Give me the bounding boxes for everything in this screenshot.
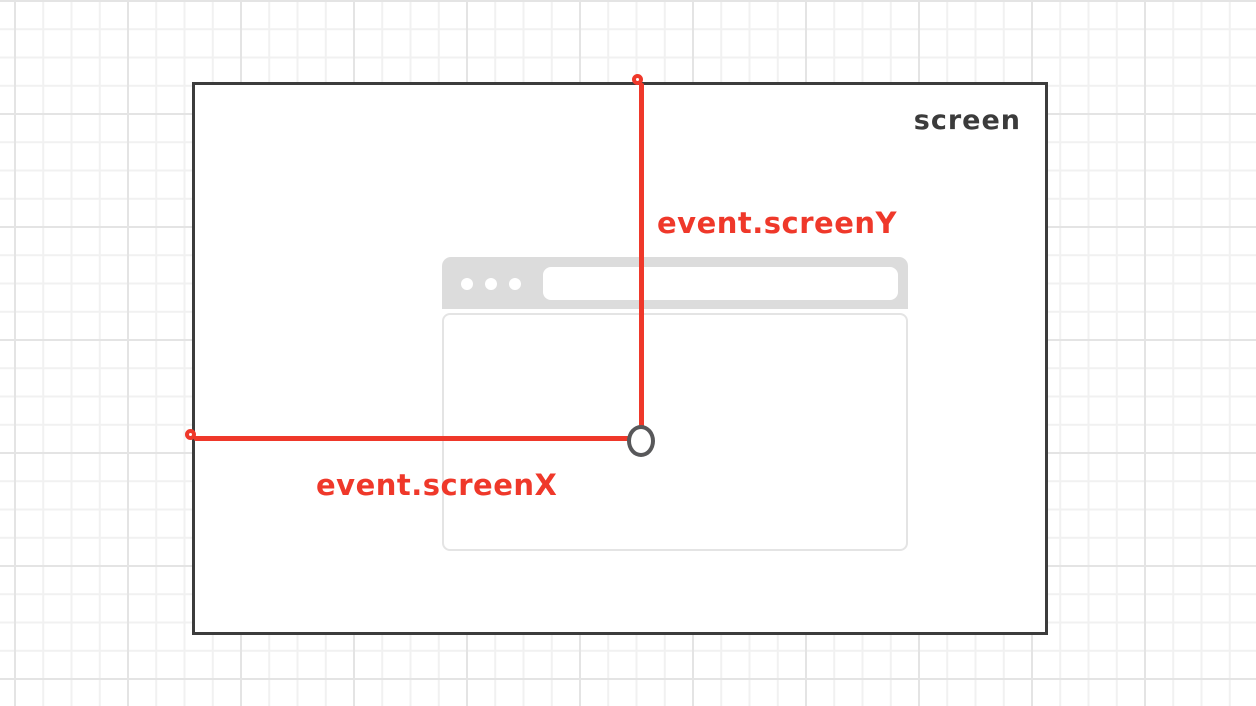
window-dot-icon xyxy=(509,278,521,290)
screen-label: screen xyxy=(913,105,1021,136)
window-dot-icon xyxy=(485,278,497,290)
window-controls-icon xyxy=(461,278,521,290)
mouse-event-point-icon xyxy=(627,425,655,457)
browser-window-body xyxy=(442,313,908,551)
browser-window-titlebar xyxy=(442,257,908,309)
address-bar xyxy=(543,267,898,300)
top-origin-circle-icon xyxy=(632,74,643,85)
window-dot-icon xyxy=(461,278,473,290)
event-screeny-label: event.screenY xyxy=(657,206,898,240)
screen-y-measure-line xyxy=(639,83,644,430)
screen-x-measure-line xyxy=(194,436,630,441)
event-screenx-label: event.screenX xyxy=(316,468,558,502)
left-origin-circle-icon xyxy=(185,429,196,440)
